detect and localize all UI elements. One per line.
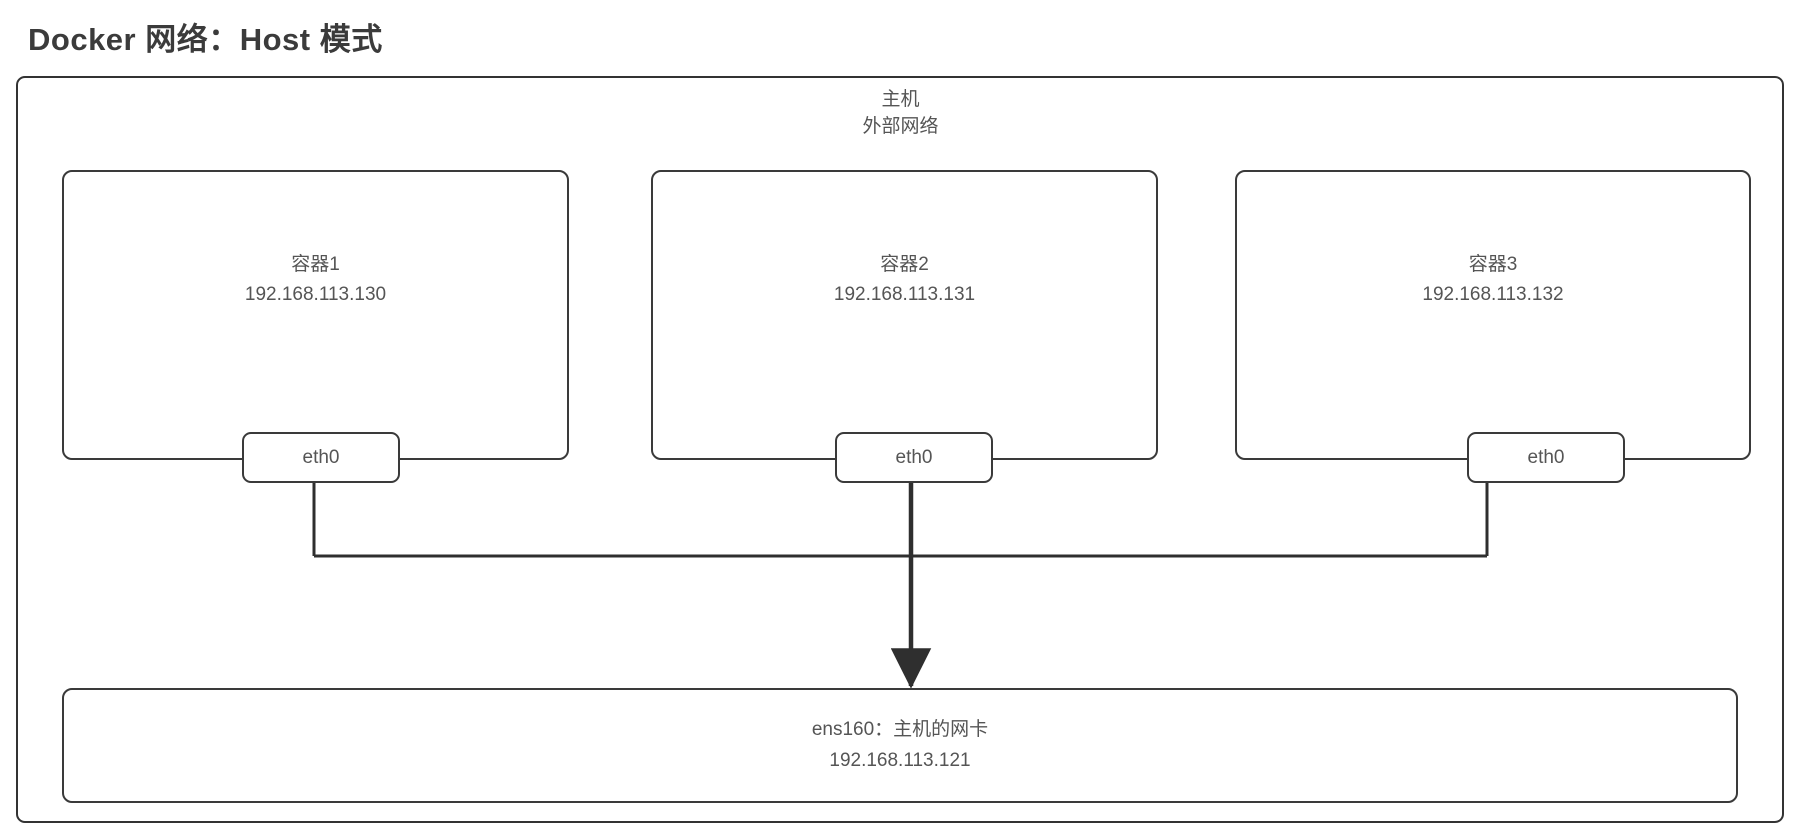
container-2-eth0-interface[interactable]: eth0 [835, 432, 993, 483]
container-box-1[interactable]: 容器1 192.168.113.130 eth0 [62, 170, 569, 483]
container-label-1: 容器1 192.168.113.130 [244, 254, 387, 305]
container-3-eth0-interface[interactable]: eth0 [1467, 432, 1625, 483]
host-nic-box[interactable]: ens160：主机的网卡 192.168.113.121 [62, 688, 1738, 803]
container-box-2[interactable]: 容器2 192.168.113.131 eth0 [651, 170, 1158, 483]
host-label: 主机 外部网络 [862, 89, 939, 137]
page-title: Docker 网络：Host 模式 [28, 22, 383, 57]
host-nic-label: ens160：主机的网卡 192.168.113.121 [811, 719, 989, 771]
container-box-3[interactable]: 容器3 192.168.113.132 eth0 [1235, 170, 1751, 483]
container-label-3: 容器3 192.168.113.132 [1422, 254, 1564, 305]
container-1-eth0-interface[interactable]: eth0 [242, 432, 400, 483]
container-label-2: 容器2 192.168.113.131 [833, 254, 976, 305]
